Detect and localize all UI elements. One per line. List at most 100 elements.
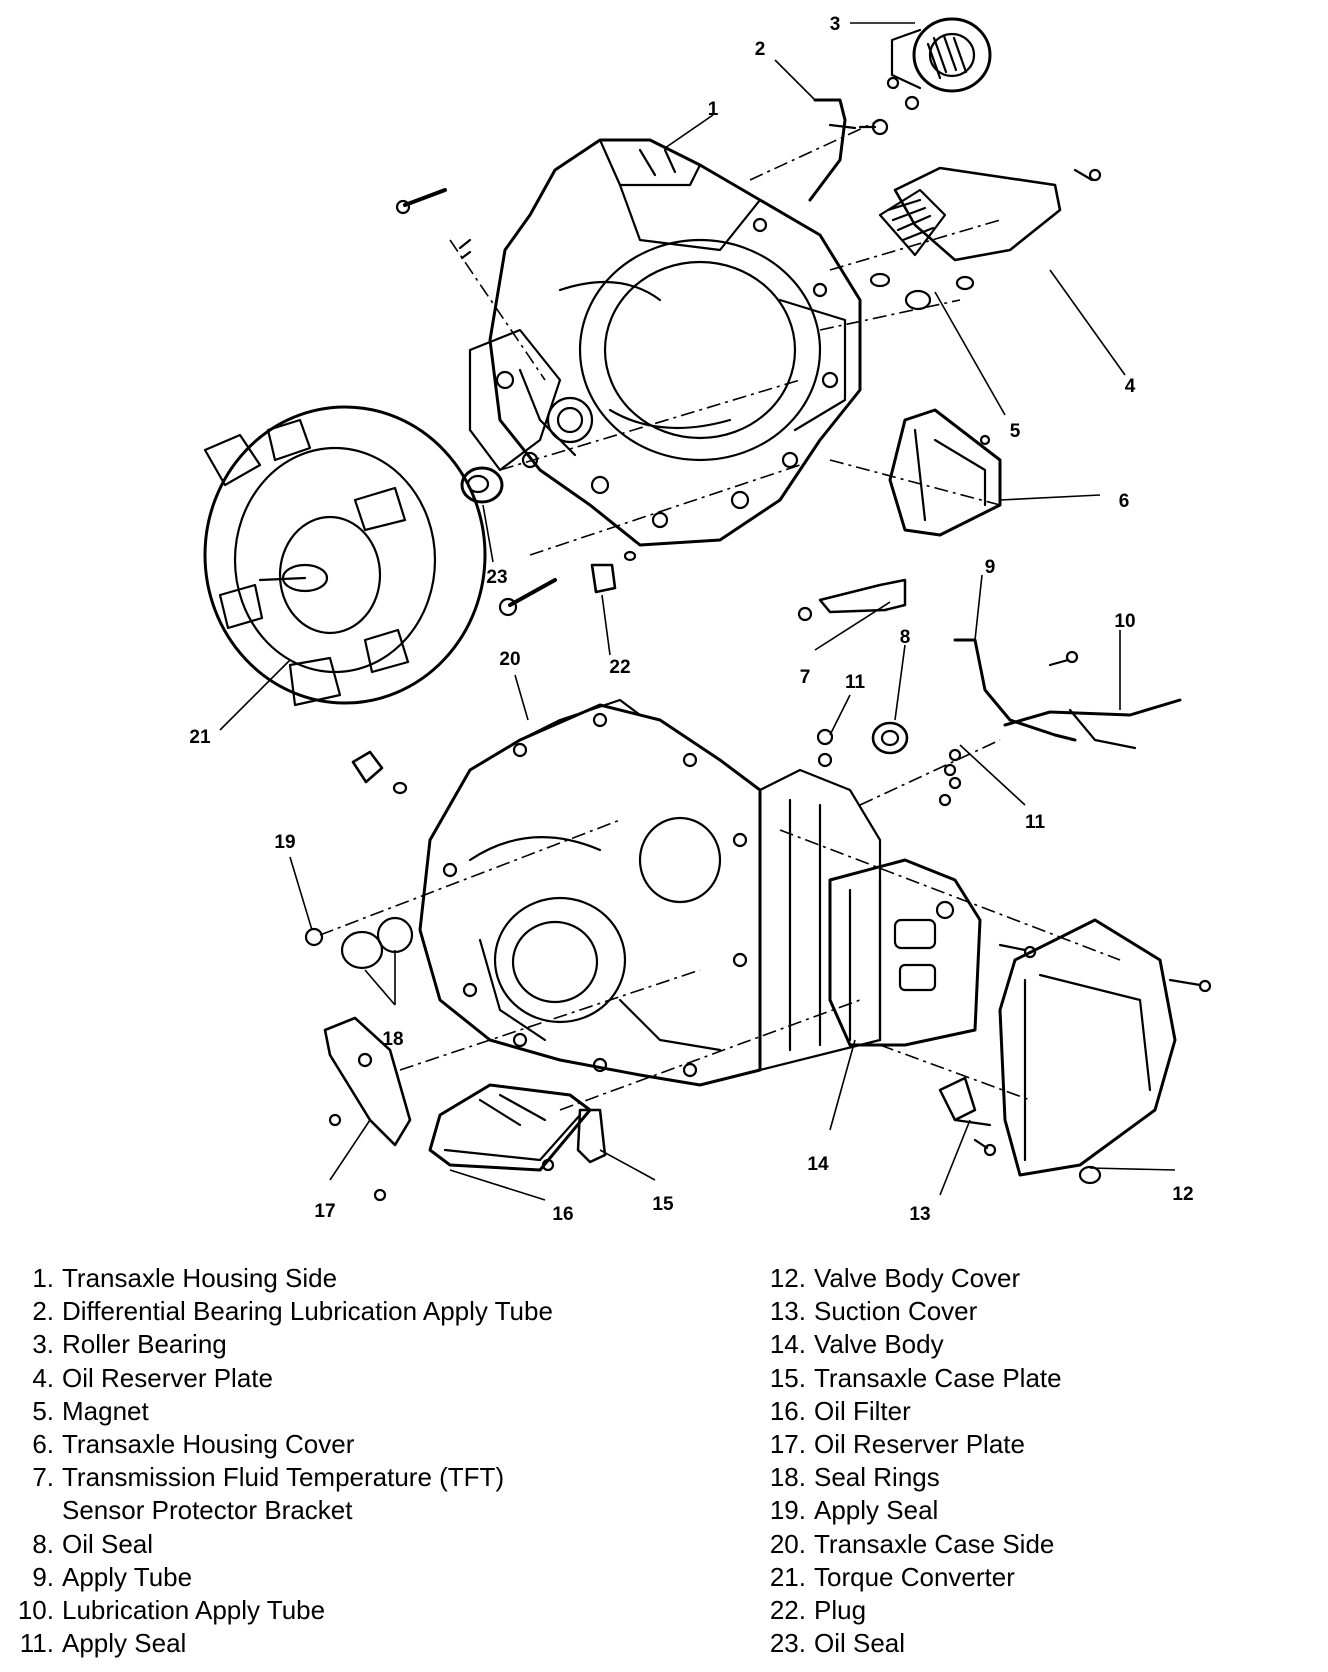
legend-item-label: Roller Bearing [62,1329,227,1360]
alignment-lines [319,119,1121,1111]
lubrication-apply-tube [1003,698,1182,750]
legend-item-number: 19. [769,1495,806,1526]
bolt-left-top [395,188,472,260]
apply-seal-lower [304,927,324,947]
legend-item: 5. Magnet [8,1395,648,1428]
legend-item-label: Transmission Fluid Temperature (TFT) [62,1462,505,1493]
callout-23: 23 [486,567,507,588]
legend-item-number: 15. [769,1362,806,1393]
exploded-transaxle-diagram: 1 2 3 4 5 6 7 8 9 10 11 11 12 13 14 15 1… [189,14,1212,1225]
legend-item-label: Torque Converter [814,1561,1015,1592]
transaxle-housing-cover [888,408,1002,537]
legend-item: 7. Transmission Fluid Temperature (TFT) [8,1461,648,1494]
legend-item-number: 16. [769,1395,806,1426]
legend-item-label: Plug [814,1595,867,1626]
legend-item-label: Oil Filter [814,1395,911,1426]
legend-item-label: Differential Bearing Lubrication Apply T… [62,1296,553,1327]
legend-item: 15. Transaxle Case Plate [760,1362,1320,1395]
legend-item: 9.Apply Tube [8,1561,648,1594]
callout-17: 17 [314,1201,335,1222]
legend-item-number: 3. [32,1329,54,1360]
legend-item-label: Valve Body Cover [814,1263,1021,1293]
legend-item-number: 11. [19,1628,54,1659]
legend-item: 17. Oil Reserver Plate [760,1428,1320,1461]
legend-item-label: Apply Seal [62,1628,187,1659]
oil-filter [373,1083,592,1202]
apply-tube [953,638,1079,742]
legend-item: 2. Differential Bearing Lubrication Apply… [8,1295,648,1328]
legend-item: 20. Transaxle Case Side [760,1528,1320,1561]
oil-reserver-plate-upper [869,166,1102,291]
legend-item-number: 5. [32,1395,54,1426]
callout-6: 6 [1119,491,1130,512]
callout-10: 10 [1114,611,1135,632]
legend-item-number: 21. [769,1561,806,1592]
callout-12: 12 [1172,1184,1193,1205]
legend-item-number: 20. [769,1528,806,1559]
legend-item-number: 2. [32,1296,54,1327]
callout-13: 13 [909,1204,930,1225]
callout-15: 15 [652,1194,674,1215]
callout-4: 4 [1125,376,1136,397]
legend-item: 10.Lubrication Apply Tube [8,1594,648,1627]
legend-item-number: 18. [769,1462,806,1493]
legend-item: 8. Oil Seal [8,1528,648,1561]
legend-item: 4. Oil Reserver Plate [8,1362,648,1395]
legend-item-number: 23. [769,1628,806,1659]
callout-7: 7 [800,667,811,688]
transaxle-housing-side [468,138,862,547]
legend-item-number: 22. [769,1595,806,1626]
callout-3: 3 [830,14,841,35]
differential-bearing-lube-tube [808,98,857,202]
plug-and-bolt [498,550,637,617]
legend-item-number: 1. [32,1263,54,1293]
roller-bearing [890,17,992,93]
legend-item: 22. Plug [760,1594,1320,1627]
legend-item: 1.Transaxle Housing Side [8,1262,648,1295]
legend-item-number: 14. [769,1329,806,1360]
legend-item-label: Oil Seal [814,1628,906,1659]
tft-sensor-bracket [797,578,907,622]
legend-item: 14.Valve Body [760,1328,1320,1361]
transaxle-case-plate [541,1108,607,1172]
legend-item-label: Oil Reserver Plate [62,1362,273,1393]
oil-reserver-plate-lower [323,1016,412,1147]
legend-item-label: Transaxle Housing Cover [62,1429,355,1460]
legend-item-label: Magnet [62,1395,149,1426]
legend-item-label: Transaxle Case Plate [814,1362,1062,1393]
callout-20: 20 [499,649,520,670]
callout-11a: 11 [845,672,866,693]
callout-18: 18 [382,1029,403,1050]
legend-item-label: Transaxle Case Side [814,1528,1055,1559]
seal-rings [340,916,414,970]
legend-item-label: Suction Cover [814,1296,978,1327]
callout-labels: 1 2 3 4 5 6 7 8 9 10 11 11 12 13 14 15 1… [189,14,1193,1225]
legend-item-label: Oil Reserver Plate [814,1429,1025,1460]
legend-item-label: Oil Seal [62,1528,154,1559]
legend-item: 3. Roller Bearing [8,1328,648,1361]
legend-item-number: 4. [32,1362,54,1393]
torque-converter [203,405,487,707]
legend-item: 6.Transaxle Housing Cover [8,1428,648,1461]
legend-item: 21. Torque Converter [760,1561,1320,1594]
legend-item: 13. Suction Cover [760,1295,1320,1328]
legend-item-number: 7. [32,1462,54,1493]
apply-seals [816,728,962,807]
callout-8: 8 [900,627,911,648]
callout-14: 14 [807,1154,829,1175]
magnet [904,289,932,311]
oil-seal-lower [871,721,909,755]
legend-item-number: 17. [769,1429,806,1460]
small-bolts-right [973,943,1037,1157]
legend-item-number: 13. [769,1296,806,1327]
callout-2: 2 [755,39,766,60]
legend-item: 23. Oil Seal [760,1627,1320,1660]
transaxle-case-side [418,698,882,1087]
callout-21: 21 [189,727,211,748]
valve-body [828,858,982,1047]
legend-item-number: 12. [769,1263,806,1293]
legend-item-label: Apply Seal [814,1495,939,1526]
legend-item-number: 8. [32,1528,54,1559]
